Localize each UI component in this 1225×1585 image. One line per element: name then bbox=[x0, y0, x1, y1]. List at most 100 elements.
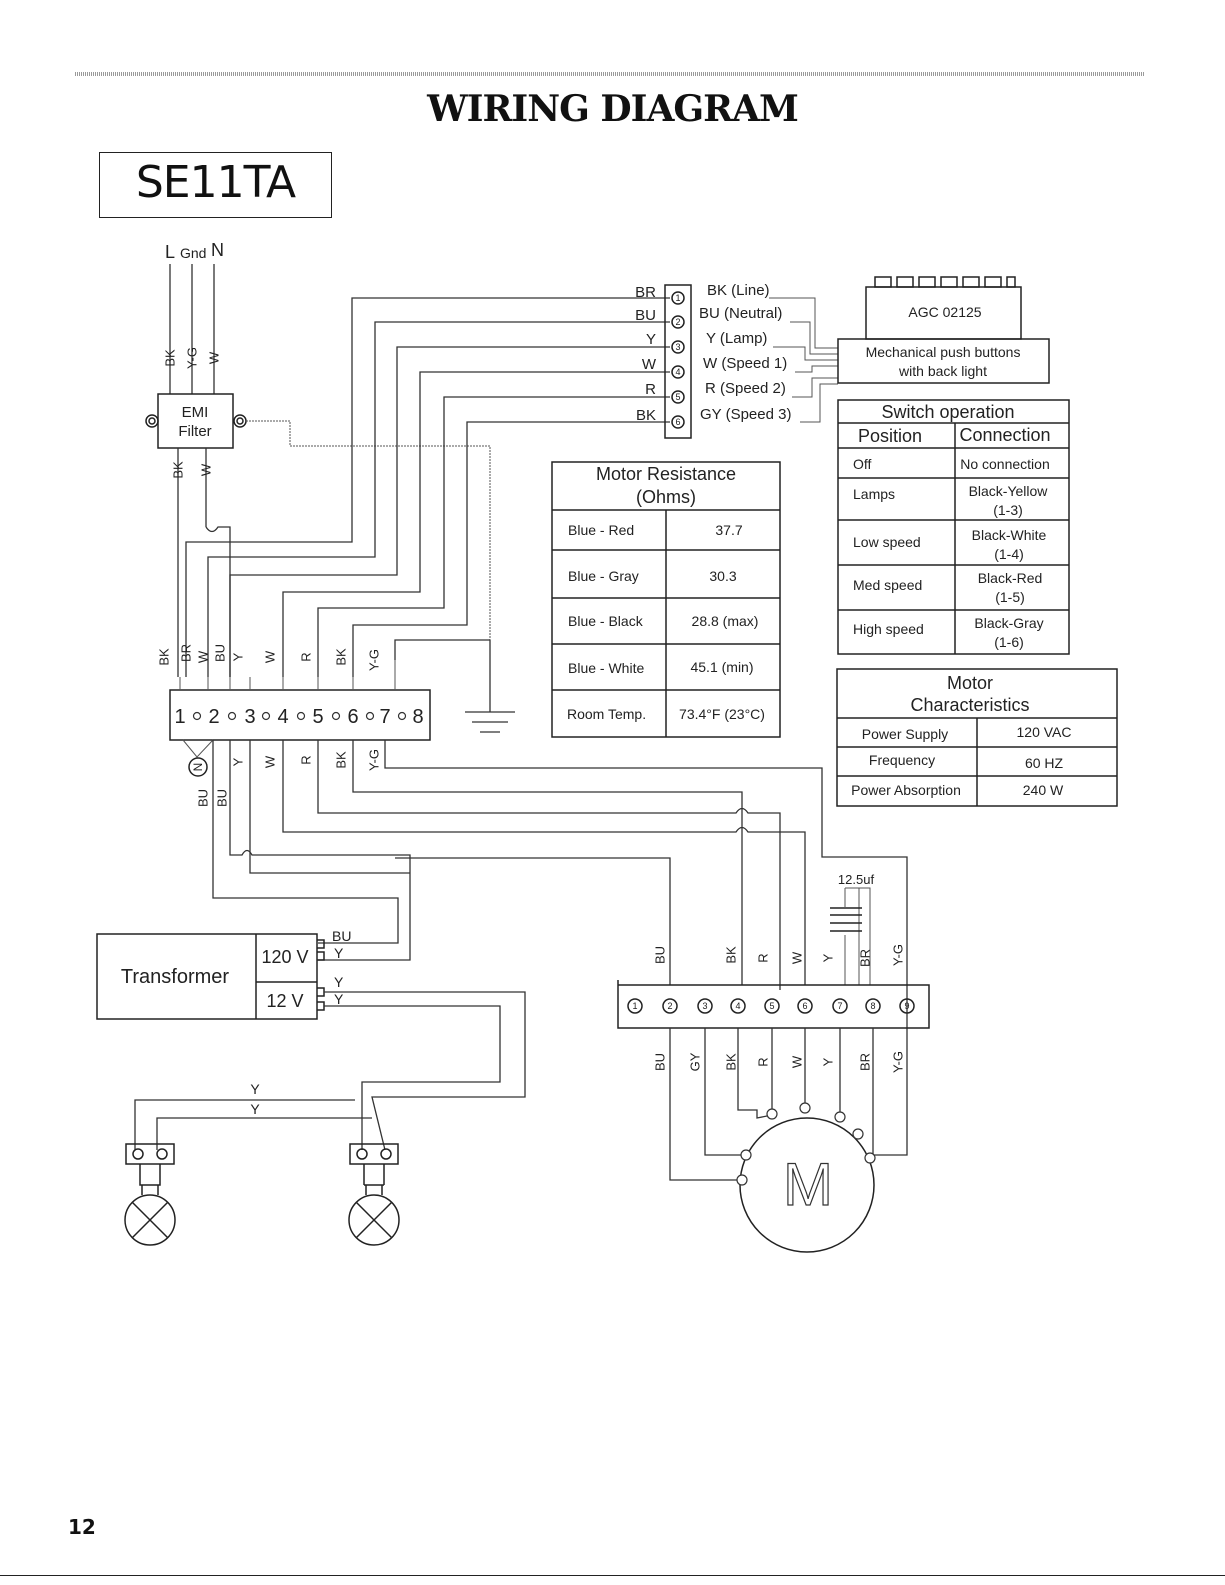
connector-pin-1: 1 bbox=[675, 293, 680, 303]
switch-header-position: Position bbox=[858, 426, 922, 446]
connector-pin-3: 3 bbox=[675, 342, 680, 352]
transformer-wire-y3: Y bbox=[334, 991, 344, 1007]
resistance-row-1-val: 30.3 bbox=[709, 568, 736, 584]
motor-char-row-1-key: Frequency bbox=[869, 752, 935, 768]
switch-row-1-pins: (1-3) bbox=[993, 502, 1023, 518]
control-board: AGC 02125 Mechanical push buttons with b… bbox=[837, 276, 1050, 384]
motor-bottom-label-4: W bbox=[790, 1055, 805, 1068]
motor-pin-1: 1 bbox=[632, 1001, 637, 1011]
resistance-title2: (Ohms) bbox=[636, 487, 696, 507]
lamp-wire-y1: Y bbox=[250, 1081, 260, 1097]
motor-bottom-label-3: R bbox=[756, 1057, 771, 1066]
bottom-rule bbox=[0, 1575, 1225, 1576]
tb-bottom-label-yg: Y-G bbox=[367, 749, 382, 771]
motor-bottom-label-1: GY bbox=[688, 1052, 703, 1071]
motor-char-title1: Motor bbox=[947, 673, 993, 693]
resistance-row-0-key: Blue - Red bbox=[568, 522, 634, 538]
buttons-line1: Mechanical push buttons bbox=[866, 344, 1021, 360]
top-rule bbox=[75, 72, 1145, 76]
tb-top-label-5: W bbox=[263, 650, 278, 663]
transformer-label: Transformer bbox=[121, 966, 230, 988]
mains-n-label: N bbox=[211, 240, 224, 260]
page-title: WIRING DIAGRAM bbox=[427, 88, 799, 130]
emi-filter-line2: Filter bbox=[178, 423, 211, 440]
motor-char-row-1-val: 60 HZ bbox=[1025, 755, 1064, 771]
motor-bottom-label-5: Y bbox=[821, 1057, 836, 1066]
tb-num-4: 4 bbox=[277, 706, 288, 728]
connector-right-2: Y (Lamp) bbox=[706, 330, 767, 347]
tb-bottom-label-y: Y bbox=[231, 757, 246, 766]
tb-bottom-label-n: N bbox=[191, 763, 205, 772]
resistance-row-2-val: 28.8 (max) bbox=[692, 613, 759, 629]
switch-row-4-conn: Black-Gray bbox=[974, 615, 1043, 631]
tb-num-6: 6 bbox=[347, 706, 358, 728]
wire-label-w-in: W bbox=[207, 351, 222, 364]
tb-top-label-0: BK bbox=[157, 648, 172, 666]
tb-num-2: 2 bbox=[208, 706, 219, 728]
transformer-12v: 12 V bbox=[266, 991, 303, 1011]
switch-row-2-pins: (1-4) bbox=[994, 546, 1024, 562]
mains-input-wires bbox=[169, 264, 215, 394]
wire-label-yg-in: Y-G bbox=[185, 347, 200, 369]
tb-num-1: 1 bbox=[174, 706, 185, 728]
emi-filter-line1: EMI bbox=[182, 404, 209, 421]
connector-right-5: GY (Speed 3) bbox=[700, 406, 791, 423]
transformer-wire-y2: Y bbox=[334, 974, 344, 990]
motor-resistance-table: Motor Resistance (Ohms) Blue - Red 37.7 … bbox=[551, 461, 781, 738]
emi-filter: EMI Filter bbox=[145, 393, 491, 640]
resistance-row-4-key: Room Temp. bbox=[567, 706, 646, 722]
tb-num-8: 8 bbox=[412, 706, 423, 728]
connector-left-4: R bbox=[645, 381, 656, 398]
mains-l-label: L bbox=[165, 242, 175, 262]
agc-label: AGC 02125 bbox=[908, 304, 981, 320]
motor-pin-4: 4 bbox=[735, 1001, 740, 1011]
motor-char-row-0-val: 120 VAC bbox=[1017, 724, 1072, 740]
tb-num-3: 3 bbox=[244, 706, 255, 728]
capacitor-label: 12.5uf bbox=[838, 872, 875, 887]
motor-pin-5: 5 bbox=[769, 1001, 774, 1011]
motor-top-label-2: R bbox=[756, 953, 771, 962]
switch-row-1-pos: Lamps bbox=[853, 486, 895, 502]
tb-top-label-3: BU bbox=[213, 644, 228, 662]
switch-row-1-conn: Black-Yellow bbox=[969, 483, 1049, 499]
switch-row-2-conn: Black-White bbox=[972, 527, 1047, 543]
motor-terminal-block: 12.5uf BU BK R W Y BR Y-G 1 2 3 4 5 6 7 … bbox=[617, 872, 930, 1073]
tb-top-label-1: BR bbox=[179, 644, 194, 662]
tb-bottom-label-bk: BK bbox=[334, 751, 349, 769]
tb-num-7: 7 bbox=[379, 706, 390, 728]
resistance-row-3-key: Blue - White bbox=[568, 660, 644, 676]
resistance-title1: Motor Resistance bbox=[596, 464, 736, 484]
connector-left-0: BR bbox=[635, 284, 656, 301]
connector-left-3: W bbox=[642, 356, 657, 373]
motor-pin-2: 2 bbox=[667, 1001, 672, 1011]
transformer-wire-bu: BU bbox=[332, 928, 351, 944]
terminal-block: BK BR W BU Y W R BK Y-G 1 2 3 4 5 6 7 8 bbox=[157, 644, 431, 807]
tb-top-label-8: Y-G bbox=[367, 649, 382, 671]
switch-table-title: Switch operation bbox=[881, 402, 1014, 422]
lamp-wire-y2: Y bbox=[250, 1101, 260, 1117]
switch-row-0-pos: Off bbox=[853, 456, 872, 472]
motor-char-row-0-key: Power Supply bbox=[862, 726, 948, 742]
motor-char-title2: Characteristics bbox=[910, 695, 1029, 715]
connector-left-2: Y bbox=[646, 331, 656, 348]
resistance-row-1-key: Blue - Gray bbox=[568, 568, 639, 584]
transformer-120v: 120 V bbox=[261, 947, 308, 967]
buttons-line2: with back light bbox=[898, 363, 987, 379]
tb-top-label-4: Y bbox=[231, 652, 246, 661]
switch-row-3-pos: Med speed bbox=[853, 577, 922, 593]
resistance-row-3-val: 45.1 (min) bbox=[690, 659, 753, 675]
connector-right-1: BU (Neutral) bbox=[699, 305, 782, 322]
resistance-row-2-key: Blue - Black bbox=[568, 613, 644, 629]
tb-bu-label-1: BU bbox=[196, 789, 211, 807]
tb-bottom-label-w: W bbox=[263, 755, 278, 768]
page-number: 12 bbox=[68, 1515, 96, 1539]
transformer-wire-y1: Y bbox=[334, 945, 344, 961]
connector-pin-5: 5 bbox=[675, 392, 680, 402]
connector-right-3: W (Speed 1) bbox=[703, 355, 787, 372]
switch-row-4-pins: (1-6) bbox=[994, 634, 1024, 650]
motor-char-row-2-val: 240 W bbox=[1023, 782, 1064, 798]
switch-operation-table: Switch operation Position Connection Off… bbox=[837, 399, 1070, 655]
switch-row-0-conn: No connection bbox=[960, 456, 1050, 472]
motor-pin-3: 3 bbox=[702, 1001, 707, 1011]
